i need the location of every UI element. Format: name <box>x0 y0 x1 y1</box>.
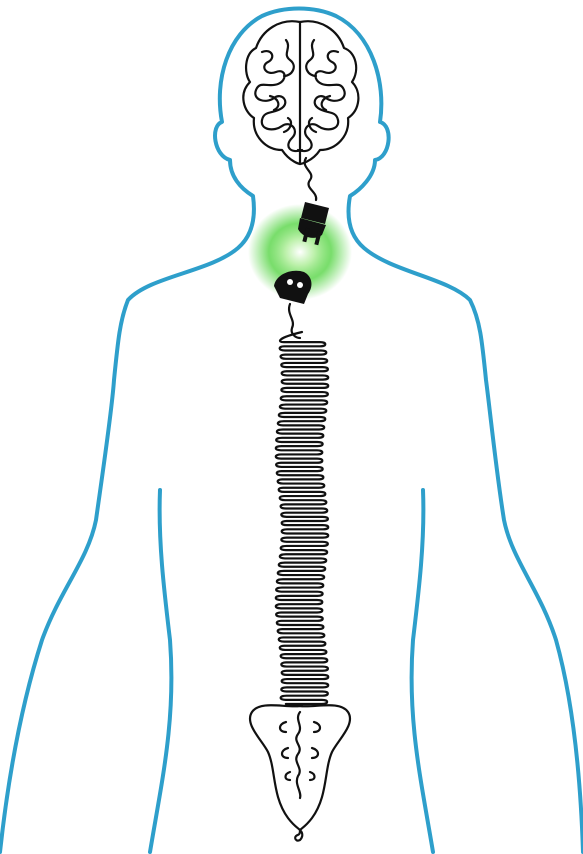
right-arm-inner-line <box>412 490 433 852</box>
sacrum-icon <box>250 705 350 840</box>
brain-icon <box>243 21 358 200</box>
spinal-cord-coil <box>276 332 328 706</box>
left-arm-inner-line <box>150 490 171 852</box>
power-socket-icon <box>274 271 311 338</box>
